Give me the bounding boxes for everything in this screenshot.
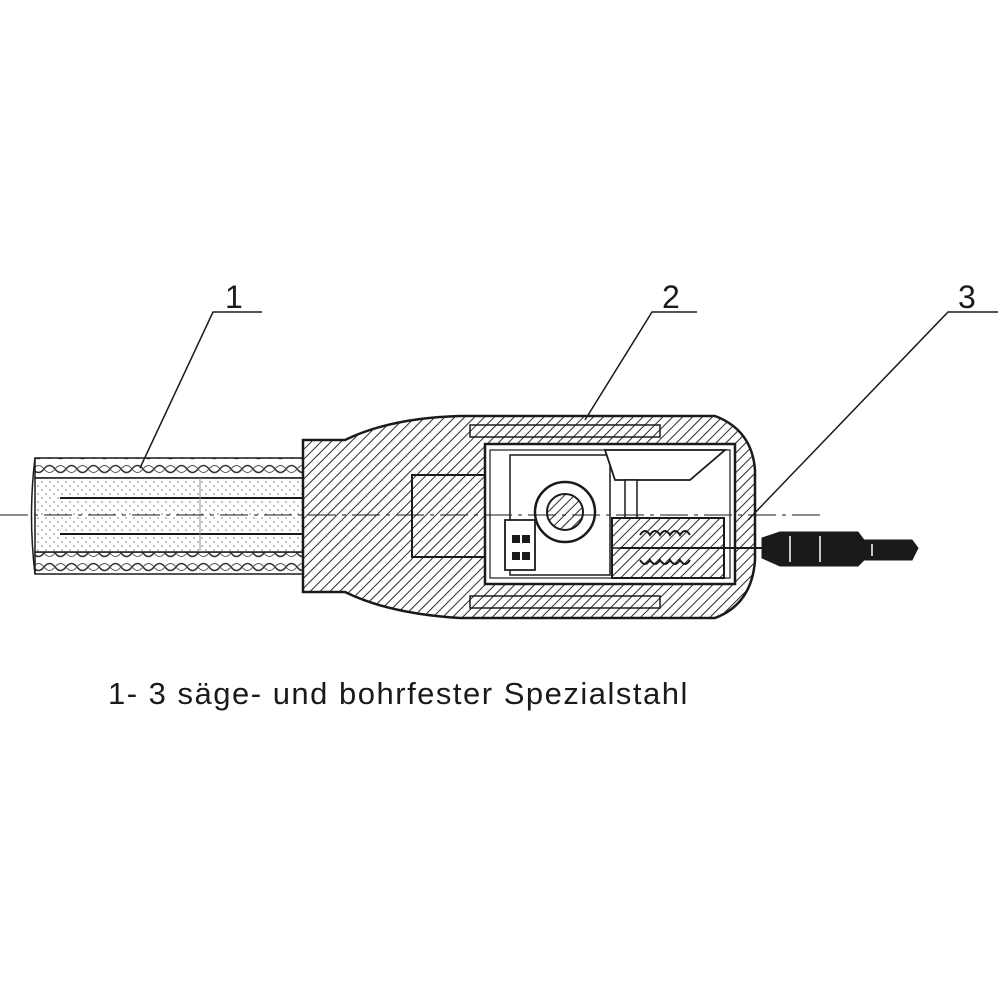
callout-1-label: 1 <box>225 279 243 315</box>
callout-3: 3 <box>747 279 998 521</box>
callout-1: 1 <box>139 279 262 469</box>
caption: 1- 3 säge- und bohrfester Spezialstahl <box>108 676 689 711</box>
callout-2-label: 2 <box>662 279 680 315</box>
callout-3-label: 3 <box>958 279 976 315</box>
callout-2: 2 <box>584 279 697 421</box>
key <box>620 531 919 567</box>
